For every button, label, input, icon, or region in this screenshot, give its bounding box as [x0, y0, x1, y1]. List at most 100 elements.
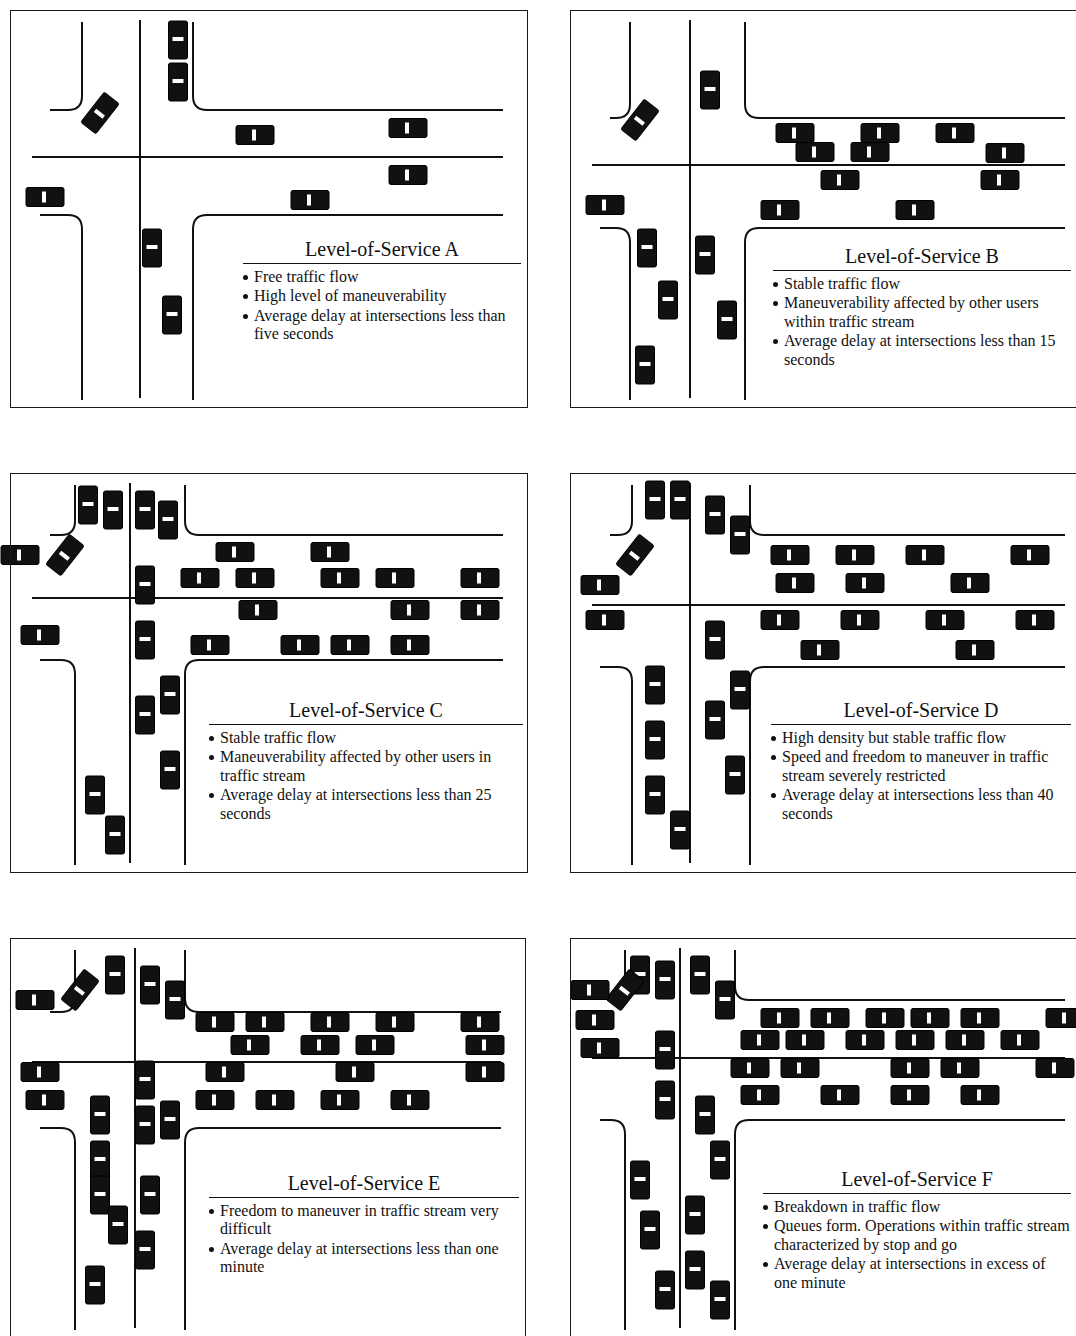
car-body	[109, 1206, 128, 1244]
car-window	[787, 550, 791, 561]
car-window	[650, 792, 661, 796]
bullet-dot	[209, 1209, 214, 1214]
car-body	[311, 1013, 349, 1032]
car-symbol	[1016, 611, 1054, 630]
car-body	[646, 776, 665, 814]
road-centerline	[32, 156, 503, 158]
car-symbol	[646, 666, 665, 704]
car-body	[646, 666, 665, 704]
description-block: Level-of-Service AFree traffic flowHigh …	[243, 237, 521, 345]
car-symbol	[631, 1161, 650, 1199]
car-body	[163, 296, 182, 334]
description-block: Level-of-Service CStable traffic flowMan…	[209, 698, 523, 824]
car-window	[252, 573, 256, 584]
bullet-item: Stable traffic flow	[209, 729, 523, 747]
car-body	[356, 1036, 394, 1055]
car-body	[786, 1031, 824, 1050]
car-body	[761, 1009, 799, 1028]
car-symbol	[606, 969, 644, 1011]
car-symbol	[301, 1036, 339, 1055]
car-body	[581, 576, 619, 595]
car-body	[731, 671, 750, 709]
car-symbol	[761, 1009, 799, 1028]
bullet-text: Stable traffic flow	[784, 275, 900, 293]
car-window	[735, 532, 746, 536]
car-window	[792, 128, 796, 139]
car-symbol	[376, 1013, 414, 1032]
road-curb	[750, 485, 1065, 535]
bullet-text: Breakdown in traffic flow	[774, 1198, 940, 1216]
car-symbol	[616, 534, 654, 576]
car-window	[735, 687, 746, 691]
car-symbol	[836, 546, 874, 565]
car-symbol	[181, 569, 219, 588]
car-body	[311, 543, 349, 562]
car-symbol	[141, 1176, 160, 1214]
car-window	[197, 573, 201, 584]
car-symbol	[646, 721, 665, 759]
car-window	[110, 972, 121, 976]
car-body	[621, 99, 659, 141]
car-window	[797, 1063, 801, 1074]
car-window	[635, 1177, 646, 1181]
car-body	[836, 546, 874, 565]
car-window	[59, 551, 70, 561]
car-window	[663, 297, 674, 301]
panel-heading: Level-of-Service F	[763, 1167, 1071, 1194]
car-window	[170, 997, 181, 1001]
bullet-item: Maneuverability affected by other users …	[209, 748, 523, 785]
car-window	[927, 1013, 931, 1024]
car-symbol	[391, 636, 429, 655]
car-symbol	[169, 21, 188, 59]
car-window	[42, 192, 46, 203]
car-body	[691, 956, 710, 994]
car-symbol	[86, 1266, 105, 1304]
road-curb	[750, 667, 1065, 865]
car-window	[972, 645, 976, 656]
car-window	[602, 200, 606, 211]
car-symbol	[811, 1009, 849, 1028]
car-symbol	[206, 1063, 244, 1082]
car-window	[173, 79, 184, 83]
car-symbol	[389, 166, 427, 185]
car-symbol	[926, 611, 964, 630]
bullet-text: Stable traffic flow	[220, 729, 336, 747]
car-window	[962, 1035, 966, 1046]
car-symbol	[821, 1086, 859, 1105]
car-body	[281, 636, 319, 655]
car-body	[91, 1141, 110, 1179]
car-symbol	[21, 1063, 59, 1082]
car-body	[391, 601, 429, 620]
car-symbol	[136, 566, 155, 604]
road-curb	[185, 485, 503, 535]
car-body	[331, 636, 369, 655]
road-curb	[40, 1128, 75, 1330]
car-body	[956, 641, 994, 660]
car-body	[659, 281, 678, 319]
car-window	[94, 109, 105, 119]
car-window	[147, 245, 158, 249]
car-body	[26, 1091, 64, 1110]
car-body	[706, 621, 725, 659]
bullet-text: Average delay at intersections less than…	[254, 307, 521, 344]
car-symbol	[166, 981, 185, 1019]
car-body	[161, 1101, 180, 1139]
car-body	[376, 569, 414, 588]
car-body	[951, 574, 989, 593]
car-body	[246, 1013, 284, 1032]
car-window	[337, 573, 341, 584]
car-window	[405, 170, 409, 181]
car-body	[1036, 1059, 1074, 1078]
car-body	[376, 1013, 414, 1032]
car-symbol	[136, 621, 155, 659]
car-window	[777, 205, 781, 216]
car-window	[17, 550, 21, 561]
car-window	[83, 502, 94, 506]
car-window	[592, 1015, 596, 1026]
car-symbol	[656, 1081, 675, 1119]
car-body	[656, 1081, 675, 1119]
road-centerline	[129, 483, 131, 863]
car-window	[730, 772, 741, 776]
car-symbol	[461, 601, 499, 620]
car-symbol	[136, 1061, 155, 1099]
